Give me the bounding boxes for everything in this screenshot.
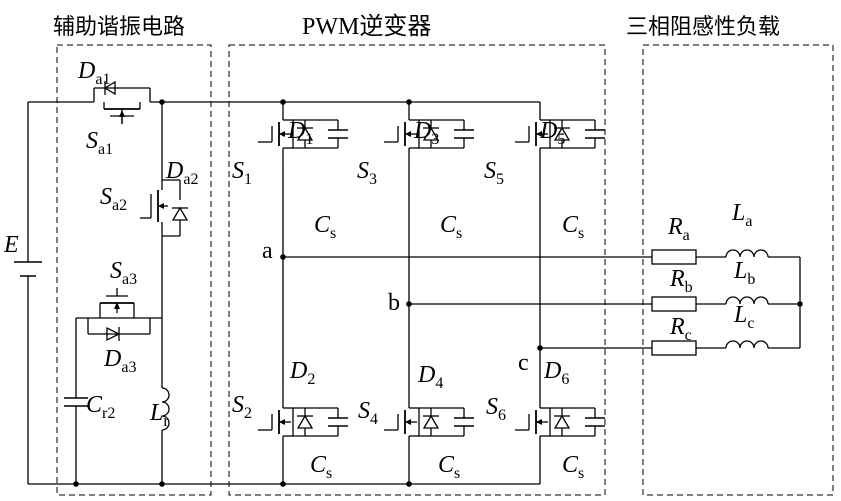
inverter-box: [228, 44, 606, 496]
label-D4: D4: [417, 362, 443, 392]
label-Cs-2: Cs: [310, 452, 332, 482]
label-Cs-4: Cs: [438, 452, 460, 482]
label-La: La: [731, 200, 752, 230]
label-S3: S3: [357, 158, 377, 188]
label-Lr: Lr: [149, 400, 169, 430]
label-Rc: Rc: [669, 314, 692, 344]
label-D2: D2: [289, 358, 315, 388]
label-D6: D6: [543, 358, 569, 388]
label-S1: S1: [232, 158, 252, 188]
label-Da1: Da1: [77, 58, 110, 88]
title-auxiliary: 辅助谐振电路: [53, 15, 185, 40]
label-Sa2: Sa2: [100, 184, 127, 214]
auxiliary-box: [56, 44, 212, 496]
resistor-Rb: [651, 296, 697, 312]
node-b: b: [388, 290, 400, 316]
label-Rb: Rb: [669, 266, 693, 296]
switch-S2: [258, 390, 348, 454]
label-S2: S2: [232, 392, 252, 422]
switch-S6: [515, 390, 605, 454]
label-Lb: Lb: [733, 258, 755, 288]
label-D1: D1: [287, 118, 313, 148]
node-a: a: [262, 238, 273, 264]
label-S6: S6: [486, 394, 506, 424]
inductor-La: [725, 249, 769, 258]
load-box: [642, 44, 834, 496]
label-Ra: Ra: [667, 214, 690, 244]
label-Sa1: Sa1: [86, 128, 113, 158]
node-c: c: [518, 350, 529, 376]
label-Cs-3: Cs: [440, 212, 462, 242]
label-Cs-1: Cs: [314, 212, 336, 242]
label-S4: S4: [358, 398, 378, 428]
label-Cr2: Cr2: [86, 392, 115, 422]
label-Da2: Da2: [165, 158, 198, 188]
label-Cs-5: Cs: [562, 212, 584, 242]
label-Cs-6: Cs: [562, 452, 584, 482]
label-E: E: [3, 232, 19, 258]
title-inverter: PWM逆变器: [302, 13, 431, 40]
label-D3: D3: [413, 118, 439, 148]
label-Lc: Lc: [733, 302, 754, 332]
title-load: 三相阻感性负载: [626, 15, 780, 40]
resistor-Ra: [651, 249, 697, 265]
switch-S4: [384, 390, 474, 454]
label-Da3: Da3: [103, 346, 136, 376]
label-Sa3: Sa3: [110, 258, 137, 288]
label-S5: S5: [484, 158, 504, 188]
label-D5: D5: [539, 118, 565, 148]
inductor-Lc: [725, 340, 769, 349]
